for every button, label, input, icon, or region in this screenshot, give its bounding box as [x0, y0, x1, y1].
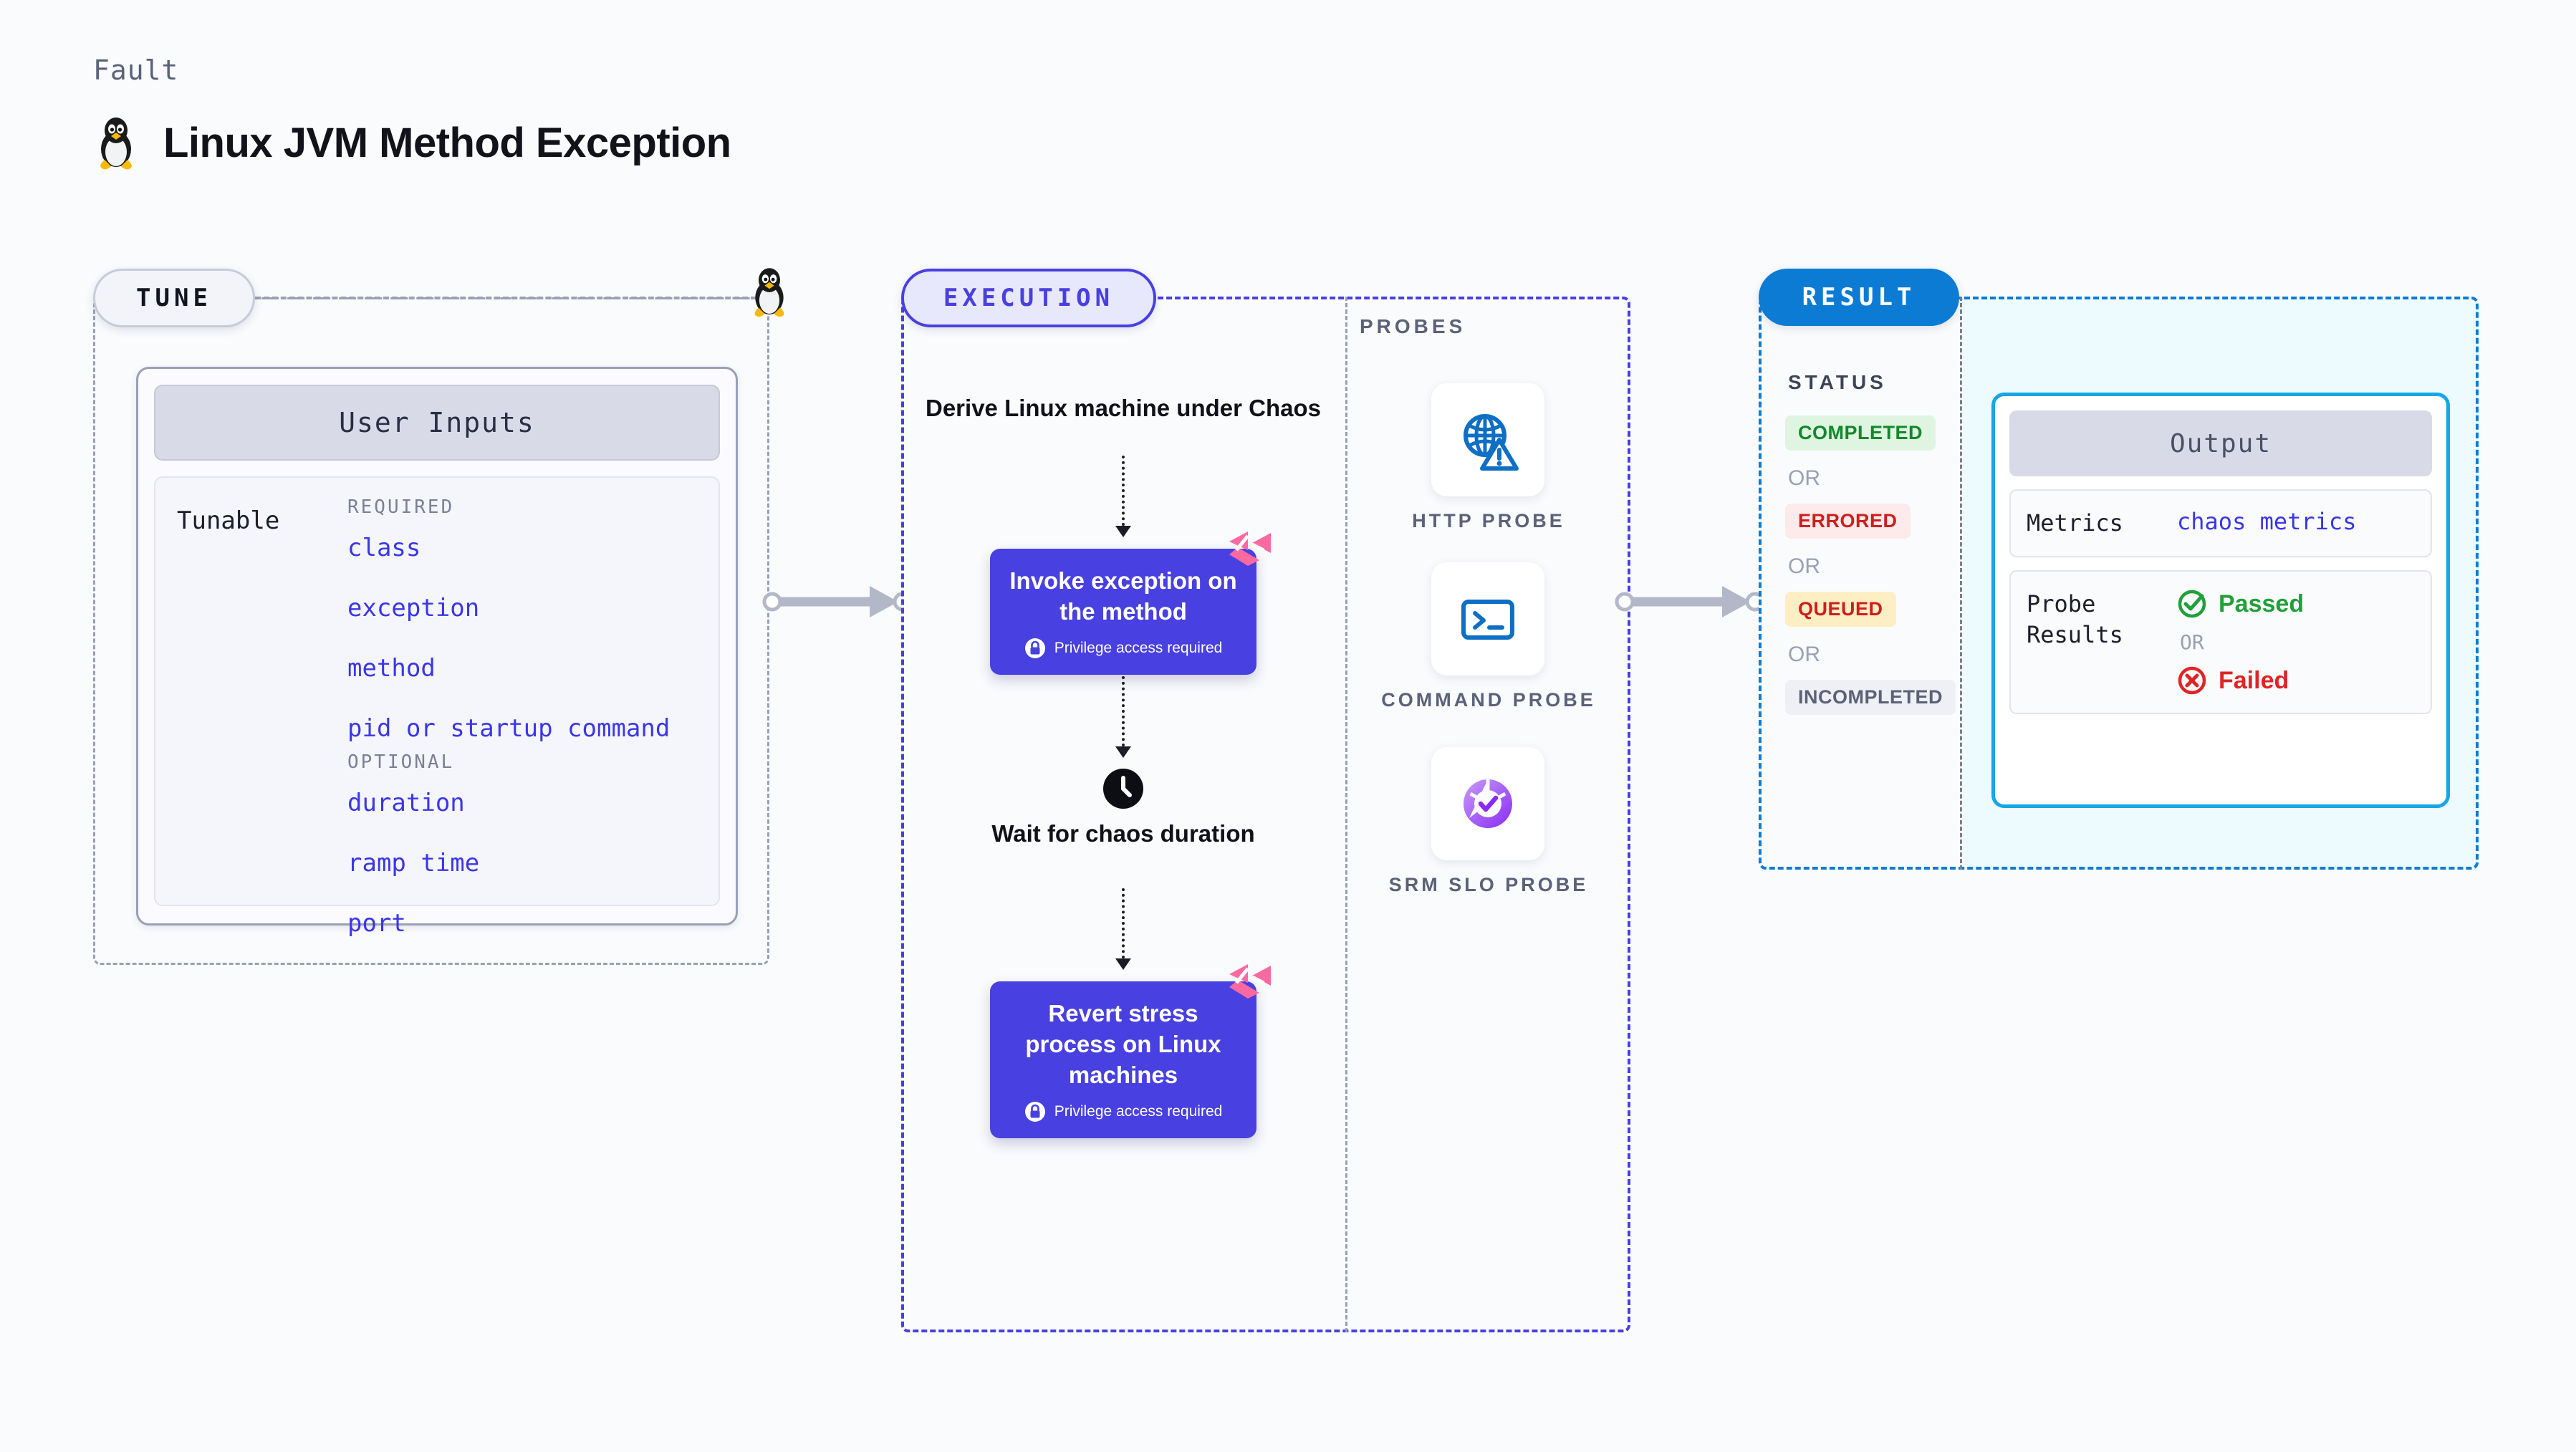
- lock-icon: [1024, 1101, 1045, 1122]
- probe-result-or: OR: [2180, 630, 2204, 655]
- probe-results-values: Passed OR Failed: [2177, 589, 2304, 696]
- connector-execution-to-result: [1615, 586, 1765, 617]
- linux-tux-icon: [100, 117, 132, 170]
- privilege-note-2-text: Privilege access required: [1054, 1102, 1223, 1120]
- page-title-row: Linux JVM Method Exception: [93, 115, 731, 170]
- privilege-note-1: Privilege access required: [1024, 638, 1223, 659]
- flow-arrow-1: [1115, 526, 1131, 537]
- user-inputs-card: User Inputs Tunable REQUIRED class excep…: [136, 367, 738, 938]
- output-header: Output: [2009, 410, 2432, 476]
- result-status-divider: [1960, 297, 1962, 870]
- tunable-item-ramp-time[interactable]: ramp time: [347, 849, 480, 878]
- wait-clock-wrap: [1102, 768, 1144, 813]
- status-title: STATUS: [1788, 371, 1887, 393]
- flow-dotted-line-1: [1122, 456, 1125, 532]
- execution-flow: Derive Linux machine under Chaos Invoke …: [901, 297, 1345, 1332]
- probe-result-failed-label: Failed: [2219, 666, 2289, 694]
- tunable-item-class[interactable]: class: [347, 534, 421, 562]
- result-status-panel: [1759, 297, 1963, 870]
- status-badge-queued: QUEUED: [1785, 592, 1896, 627]
- flow-step-revert-title: Revert stress process on Linux machines: [1025, 1000, 1221, 1088]
- output-metrics-key: Metrics: [2027, 509, 2123, 537]
- probe-label-command: COMMAND PROBE: [1381, 689, 1596, 711]
- flow-step-revert-card[interactable]: Revert stress process on Linux machines …: [990, 964, 1271, 1138]
- output-row-metrics: Metrics chaos metrics: [2009, 489, 2432, 558]
- status-badge-incompleted: INCOMPLETED: [1785, 680, 1956, 715]
- globe-warning-icon: [1464, 414, 1519, 471]
- execution-pill[interactable]: EXECUTION: [901, 269, 1156, 327]
- probes-title: PROBES: [1360, 315, 1466, 337]
- flow-step-derive-label: Derive Linux machine under Chaos: [926, 395, 1321, 421]
- user-inputs-body: Tunable REQUIRED class exception method …: [154, 476, 720, 938]
- flow-arrow-3: [1115, 958, 1131, 970]
- required-section-header: REQUIRED: [347, 496, 455, 518]
- probe-result-passed-label: Passed: [2219, 590, 2305, 617]
- check-circle-icon: [2178, 590, 2206, 618]
- probes-divider: [1345, 297, 1347, 1332]
- page-kicker: Fault: [93, 54, 179, 86]
- flow-dotted-line-3: [1122, 888, 1125, 964]
- output-card: Output Metrics chaos metrics Probe Resul…: [1991, 393, 2450, 808]
- probe-result-passed: Passed: [2177, 589, 2304, 619]
- flow-arrow-2: [1115, 746, 1131, 758]
- tune-pill[interactable]: TUNE: [93, 269, 255, 327]
- flow-step-invoke-exception-title: Invoke exception on the method: [1009, 567, 1237, 625]
- output-probe-results-key: Probe Results: [2027, 590, 2123, 649]
- tunable-item-duration[interactable]: duration: [347, 789, 465, 817]
- harness-logo-icon: [1229, 964, 1271, 999]
- terminal-icon: [1461, 600, 1514, 640]
- lock-icon: [1024, 638, 1045, 658]
- probe-label-http: HTTP PROBE: [1412, 510, 1565, 532]
- harness-logo-icon: [1229, 532, 1271, 566]
- tunable-item-pid-or-startup-command[interactable]: pid or startup command: [347, 714, 671, 743]
- privilege-note-2: Privilege access required: [1024, 1101, 1223, 1122]
- privilege-note-1-text: Privilege access required: [1054, 639, 1223, 656]
- tunable-item-method[interactable]: method: [347, 654, 436, 683]
- output-row-probe-results: Probe Results Passed OR Failed: [2009, 570, 2432, 715]
- status-or-1: OR: [1788, 466, 1820, 490]
- status-badge-errored: ERRORED: [1785, 504, 1911, 539]
- tunable-item-port[interactable]: port: [347, 909, 406, 938]
- flow-step-wait-label: Wait for chaos duration: [991, 820, 1255, 847]
- result-pill[interactable]: RESULT: [1759, 269, 1959, 326]
- status-badge-list: COMPLETED OR ERRORED OR QUEUED OR INCOMP…: [1785, 415, 1971, 715]
- linux-tux-corner-icon: [754, 268, 784, 317]
- tunable-list: REQUIRED class exception method pid or s…: [347, 496, 706, 938]
- output-metrics-value[interactable]: chaos metrics: [2177, 508, 2357, 535]
- tunable-item-exception[interactable]: exception: [347, 594, 480, 622]
- probe-card-http[interactable]: [1431, 383, 1544, 496]
- status-badge-completed: COMPLETED: [1785, 415, 1936, 451]
- x-circle-icon: [2178, 666, 2206, 695]
- slo-donut-check-icon: [1464, 778, 1512, 828]
- probe-card-srm-slo[interactable]: [1431, 747, 1544, 860]
- probe-result-failed: Failed: [2177, 665, 2304, 696]
- status-or-3: OR: [1788, 643, 1820, 666]
- probe-card-command[interactable]: [1431, 562, 1544, 675]
- probe-label-srm-slo: SRM SLO PROBE: [1388, 874, 1589, 895]
- user-inputs-header: User Inputs: [154, 385, 720, 461]
- clock-icon: [1103, 769, 1143, 809]
- tune-top-connector: [255, 297, 756, 299]
- flow-dotted-line-2: [1122, 676, 1125, 752]
- flow-step-invoke-exception-card[interactable]: Invoke exception on the method Privilege…: [990, 532, 1271, 675]
- optional-section-header: OPTIONAL: [347, 751, 455, 773]
- tunable-label: Tunable: [177, 506, 280, 535]
- status-or-2: OR: [1788, 554, 1820, 578]
- page-title: Linux JVM Method Exception: [163, 119, 731, 166]
- connector-tune-to-execution: [762, 586, 913, 617]
